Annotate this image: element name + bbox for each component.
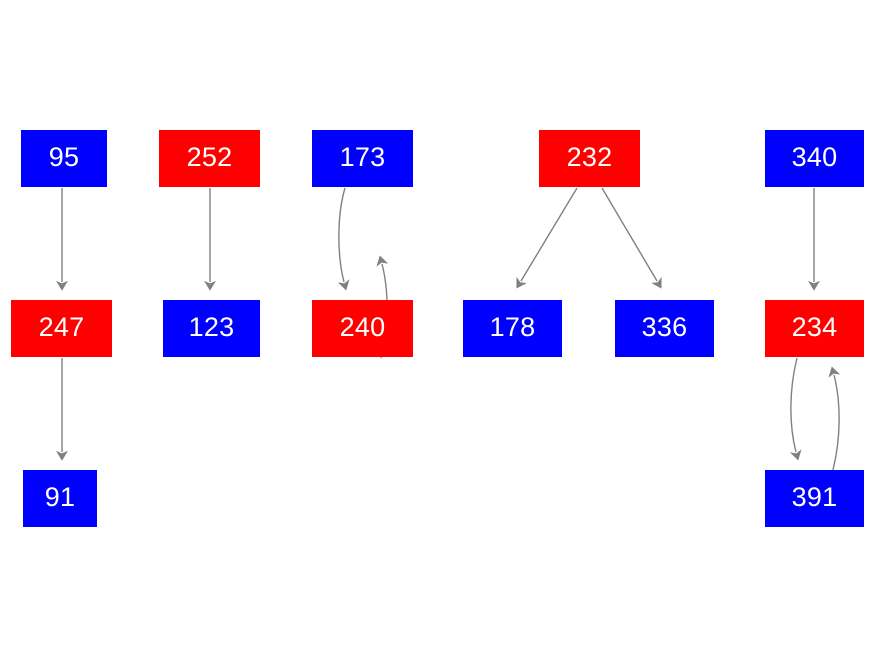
node-391[interactable]: 391 bbox=[765, 470, 864, 527]
node-label: 178 bbox=[489, 312, 536, 342]
node-label: 340 bbox=[791, 142, 838, 172]
node-232[interactable]: 232 bbox=[539, 130, 640, 187]
node-240[interactable]: 240 bbox=[312, 300, 413, 357]
node-234[interactable]: 234 bbox=[765, 300, 864, 357]
edge-n173-to-n240 bbox=[337, 187, 350, 291]
edge-n232-to-n336 bbox=[601, 187, 662, 289]
node-label: 247 bbox=[38, 312, 85, 342]
node-label: 232 bbox=[566, 142, 613, 172]
node-252[interactable]: 252 bbox=[159, 130, 260, 187]
node-label: 336 bbox=[641, 312, 688, 342]
node-95[interactable]: 95 bbox=[21, 130, 107, 187]
edge-n391-to-n234 bbox=[828, 366, 841, 471]
node-247[interactable]: 247 bbox=[11, 300, 112, 357]
node-label: 234 bbox=[791, 312, 838, 342]
node-label: 95 bbox=[48, 142, 80, 172]
node-336[interactable]: 336 bbox=[615, 300, 714, 357]
node-label: 91 bbox=[44, 482, 76, 512]
edge-n234-to-n391 bbox=[789, 357, 802, 461]
node-label: 240 bbox=[339, 312, 386, 342]
node-label: 173 bbox=[339, 142, 386, 172]
node-340[interactable]: 340 bbox=[765, 130, 864, 187]
node-91[interactable]: 91 bbox=[23, 470, 97, 527]
node-label: 252 bbox=[186, 142, 233, 172]
edge-n232-to-n178 bbox=[516, 187, 578, 289]
node-123[interactable]: 123 bbox=[163, 300, 260, 357]
node-label: 123 bbox=[188, 312, 235, 342]
node-178[interactable]: 178 bbox=[463, 300, 562, 357]
node-label: 391 bbox=[791, 482, 838, 512]
node-173[interactable]: 173 bbox=[312, 130, 413, 187]
